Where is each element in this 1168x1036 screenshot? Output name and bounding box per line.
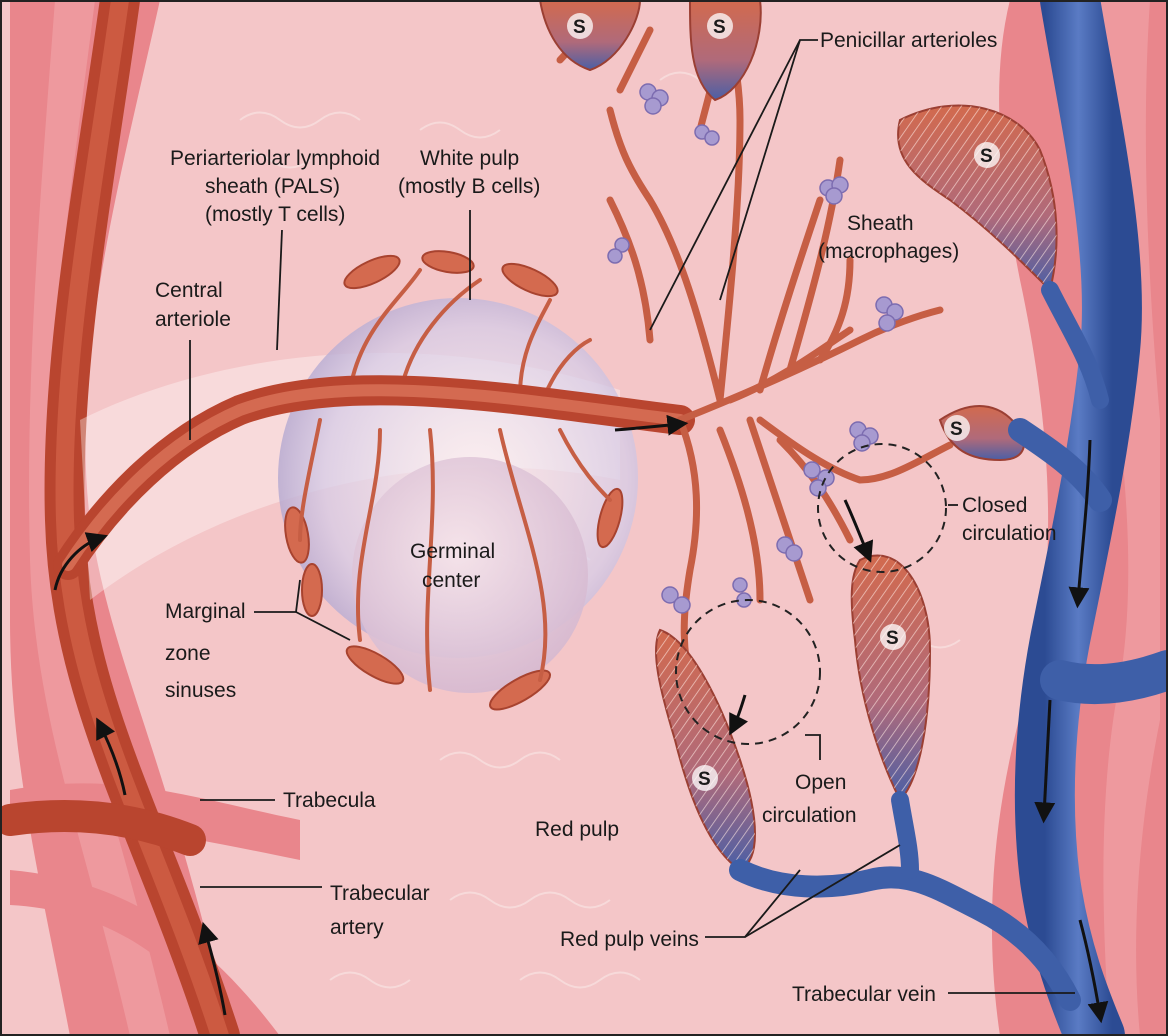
label-white-pulp-line2: (mostly B cells)	[398, 175, 540, 198]
label-marginal-line1: Marginal	[165, 600, 246, 623]
svg-text:S: S	[886, 628, 899, 649]
svg-text:S: S	[573, 17, 586, 38]
label-trabecular-vein: Trabecular vein	[792, 983, 936, 1006]
label-red-pulp-veins: Red pulp veins	[560, 928, 699, 951]
label-sheath-line2: (macrophages)	[818, 240, 959, 263]
label-trabecula: Trabecula	[283, 789, 376, 812]
label-germinal-center-line1: Germinal	[410, 540, 495, 563]
label-pals-line3: (mostly T cells)	[205, 203, 345, 226]
label-trabecular-artery-line1: Trabecular	[330, 882, 430, 905]
svg-text:S: S	[980, 146, 993, 167]
sinusoid-marker: S	[944, 415, 970, 441]
label-trabecular-artery-line2: artery	[330, 916, 384, 939]
svg-text:S: S	[950, 419, 963, 440]
label-open-circulation-line1: Open	[795, 771, 846, 794]
label-marginal-line3: sinuses	[165, 679, 236, 702]
label-closed-circulation-line2: circulation	[962, 522, 1057, 545]
label-white-pulp-line1: White pulp	[420, 147, 519, 170]
label-pals-line2: sheath (PALS)	[205, 175, 340, 198]
label-central-arteriole-line2: arteriole	[155, 308, 231, 331]
sinusoid-marker: S	[974, 142, 1000, 168]
label-marginal-line2: zone	[165, 642, 211, 665]
label-pals-line1: Periarteriolar lymphoid	[170, 147, 380, 170]
label-red-pulp: Red pulp	[535, 818, 619, 841]
sinusoid-marker: S	[567, 13, 593, 39]
label-germinal-center-line2: center	[422, 569, 480, 592]
label-penicillar-arterioles: Penicillar arterioles	[820, 29, 997, 52]
label-sheath-line1: Sheath	[847, 212, 914, 235]
svg-text:S: S	[698, 769, 711, 790]
label-central-arteriole-line1: Central	[155, 279, 223, 302]
sinusoid-marker: S	[707, 13, 733, 39]
sinusoid-marker: S	[692, 765, 718, 791]
sinusoid-marker: S	[880, 624, 906, 650]
label-closed-circulation-line1: Closed	[962, 494, 1027, 517]
svg-text:S: S	[713, 17, 726, 38]
label-open-circulation-line2: circulation	[762, 804, 857, 827]
